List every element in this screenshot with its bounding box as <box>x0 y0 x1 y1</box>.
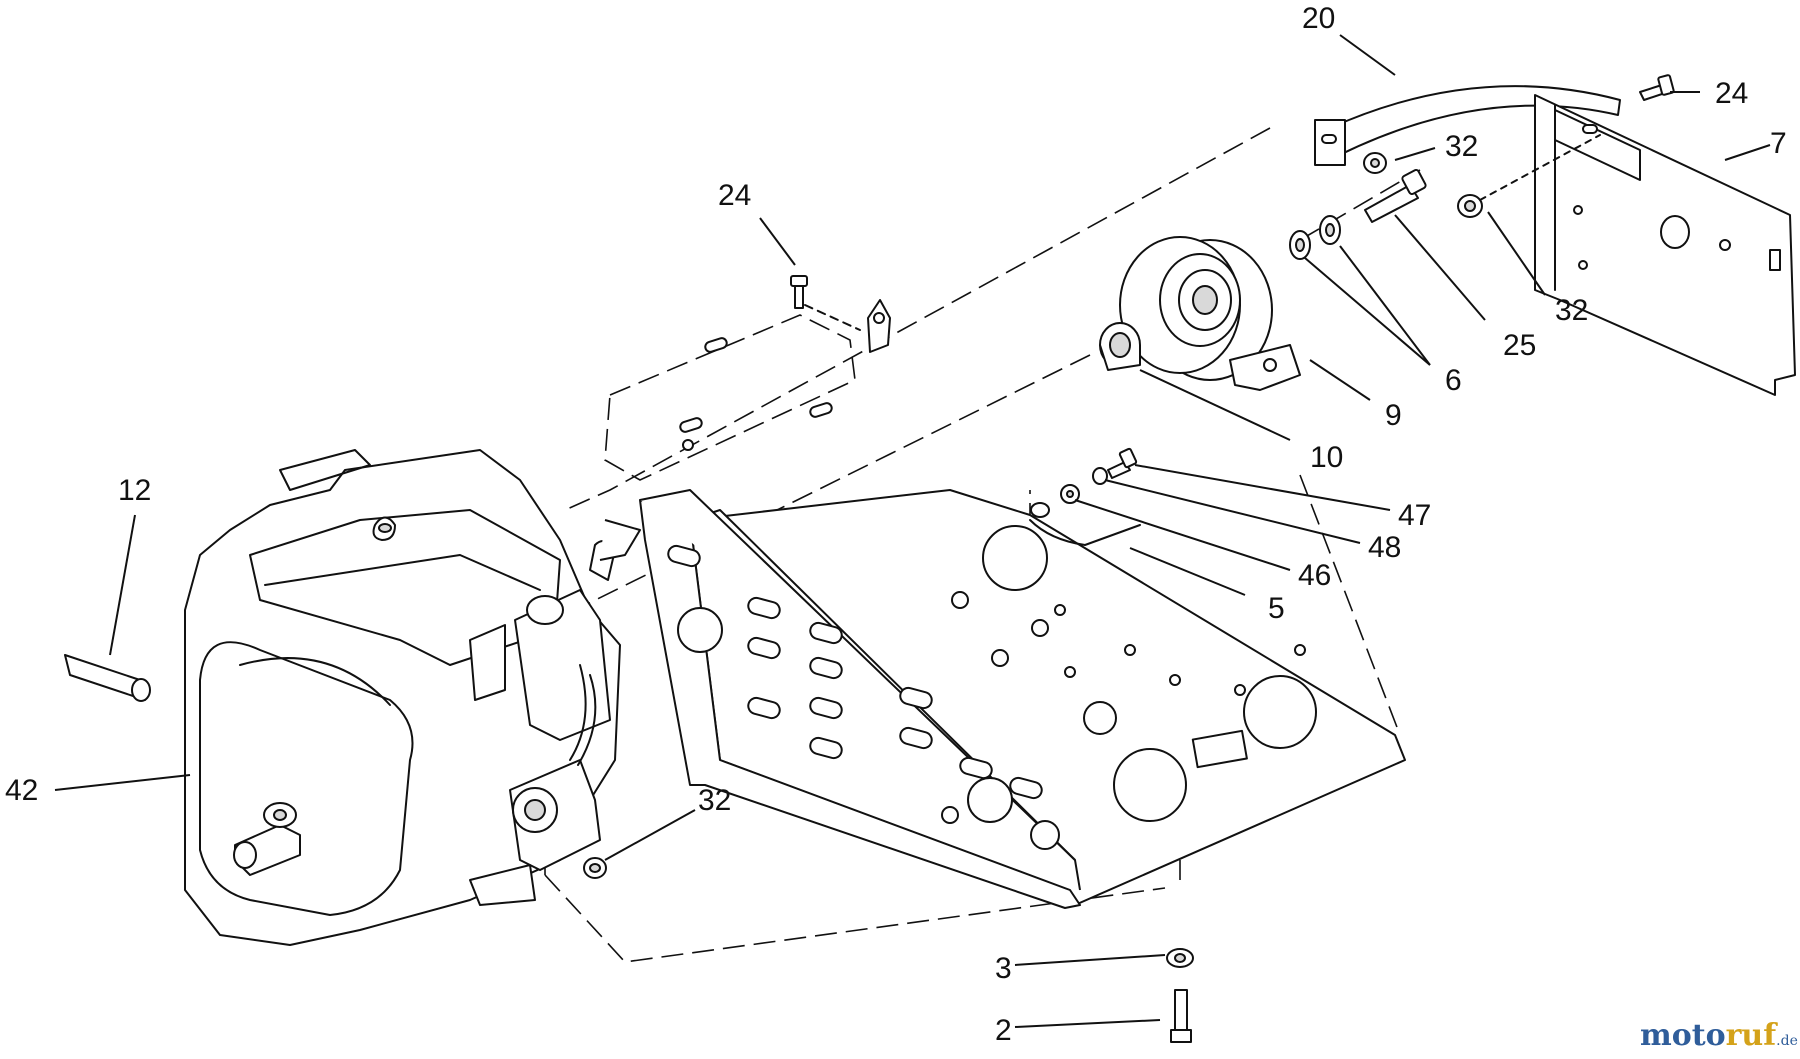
callout-32-c: 32 <box>698 784 731 817</box>
watermark-logo: motoruf.de <box>1640 1018 1798 1053</box>
watermark-part1: moto <box>1640 1018 1726 1053</box>
bolt-24-mid <box>790 275 861 331</box>
mount-bracket <box>1534 94 1796 396</box>
main-floor-plate <box>689 489 1406 906</box>
clutch-bolt <box>1364 169 1427 223</box>
callout-3: 3 <box>995 952 1012 985</box>
fuel-line-clip <box>1029 447 1141 546</box>
clutch-washers <box>1289 215 1341 260</box>
callout-24-top: 24 <box>1715 77 1748 110</box>
bolt-2 <box>1170 989 1192 1043</box>
nut-32-a <box>1363 152 1387 174</box>
callout-12: 12 <box>118 474 151 507</box>
callout-48: 48 <box>1368 531 1401 564</box>
nut-32-c <box>583 857 607 879</box>
chassis-outline <box>544 127 1421 963</box>
callout-25: 25 <box>1503 329 1536 362</box>
engine-mount-plate <box>604 299 891 481</box>
leader-lines <box>54 34 1771 1028</box>
engine <box>184 449 641 946</box>
callout-32-a: 32 <box>1445 130 1478 163</box>
watermark-suffix: .de <box>1776 1033 1798 1049</box>
bolt-24-top <box>1639 74 1675 101</box>
svg-text:motoruf.de: motoruf.de <box>1640 1018 1798 1053</box>
electric-clutch <box>1119 236 1301 391</box>
callout-2: 2 <box>995 1014 1012 1047</box>
callout-24-mid: 24 <box>718 179 751 212</box>
callout-7: 7 <box>1770 127 1787 160</box>
callout-32-b: 32 <box>1555 294 1588 327</box>
callout-42: 42 <box>5 774 38 807</box>
callout-6: 6 <box>1445 364 1462 397</box>
spacer-bushing <box>1099 322 1141 371</box>
fuel-hose <box>64 654 151 702</box>
watermark-part2: ruf <box>1726 1018 1779 1053</box>
washer-3 <box>1166 948 1194 968</box>
callout-9: 9 <box>1385 399 1402 432</box>
callout-5: 5 <box>1268 592 1285 625</box>
nut-32-b <box>1457 134 1601 218</box>
side-rail <box>639 489 1081 909</box>
callout-20: 20 <box>1302 2 1335 35</box>
callout-10: 10 <box>1310 441 1343 474</box>
callout-labels: 20 24 7 32 32 24 25 6 9 10 12 47 48 46 5… <box>5 2 1787 1047</box>
callout-46: 46 <box>1298 559 1331 592</box>
callout-47: 47 <box>1398 499 1431 532</box>
belt-guide <box>1314 85 1621 166</box>
